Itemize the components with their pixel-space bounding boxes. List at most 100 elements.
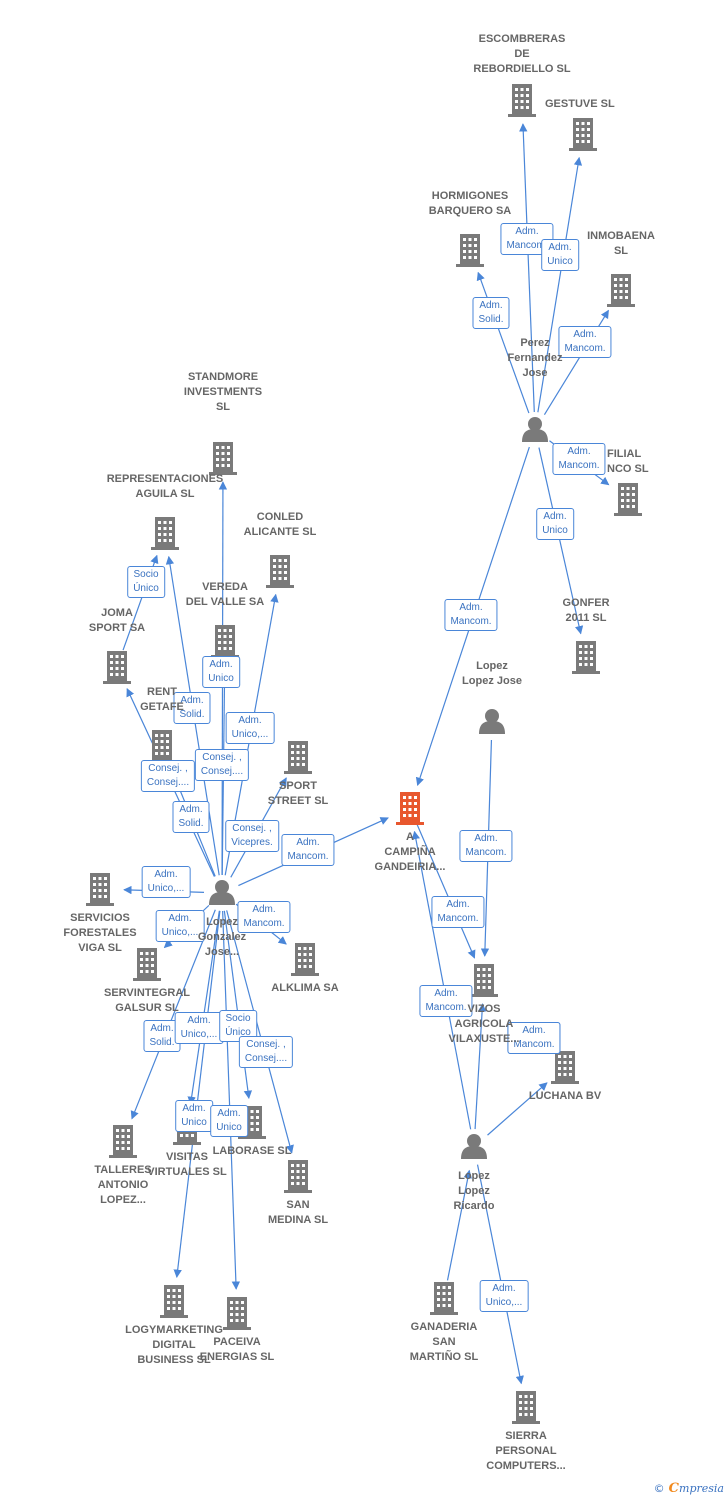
- building-icon-conled[interactable]: [266, 555, 294, 588]
- node-label-sportstreet[interactable]: SPORT STREET SL: [267, 780, 329, 807]
- building-icon-inmobaena[interactable]: [607, 274, 635, 307]
- node-label-vereda[interactable]: VEREDA DEL VALLE SA: [185, 581, 265, 608]
- node-label-laborase[interactable]: LABORASE SL: [212, 1145, 292, 1157]
- building-icon-alklima[interactable]: [291, 943, 319, 976]
- node-label-standmore[interactable]: STANDMORE INVESTMENTS SL: [183, 371, 263, 413]
- node-label-ganaderia[interactable]: GANADERIA SAN MARTIÑO SL: [409, 1321, 479, 1363]
- edge-label-perez-hormigones[interactable]: Adm. Solid.: [472, 297, 510, 329]
- building-icon-servicios[interactable]: [86, 873, 114, 906]
- building-icon-sierra[interactable]: [512, 1391, 540, 1424]
- edge-perez-gonfer: [538, 447, 584, 635]
- edge-label-lopezgonzalez-standmore[interactable]: Adm. Unico: [202, 656, 240, 688]
- building-icon-hormigones[interactable]: [456, 234, 484, 267]
- node-label-talleres[interactable]: TALLERES ANTONIO LOPEZ...: [94, 1164, 152, 1206]
- node-label-acampina[interactable]: A CAMPIÑA GANDEIRIA...: [374, 831, 446, 873]
- node-label-representaciones[interactable]: REPRESENTACIONES AGUILA SL: [106, 473, 224, 500]
- node-label-luchana[interactable]: LUCHANA BV: [528, 1090, 602, 1102]
- building-icon-luchana[interactable]: [551, 1051, 579, 1084]
- building-icon-sportstreet[interactable]: [284, 741, 312, 774]
- node-label-filial[interactable]: FILIAL NCO SL: [607, 448, 649, 475]
- edge-label-lopezricardo-acampina[interactable]: Adm. Mancom.: [419, 985, 473, 1017]
- node-label-lopezricardo[interactable]: Lopez Lopez Ricardo: [453, 1170, 495, 1212]
- node-label-lopezgonzalez[interactable]: Lopez Gonzalez Jose...: [197, 916, 247, 958]
- edge-label-acampina-vizos[interactable]: Adm. Mancom.: [431, 896, 485, 928]
- building-icon-standmore[interactable]: [209, 442, 237, 475]
- building-icon-paceiva[interactable]: [223, 1297, 251, 1330]
- edge-acampina-vizos: [416, 824, 476, 959]
- node-label-hormigones[interactable]: HORMIGONES BARQUERO SA: [428, 190, 512, 217]
- node-label-rent[interactable]: RENT GETAFE: [140, 686, 184, 713]
- node-label-alklima[interactable]: ALKLIMA SA: [271, 982, 339, 994]
- person-icon-lopezjose[interactable]: [479, 709, 505, 734]
- node-label-servintegral[interactable]: SERVINTEGRAL GALSUR SL: [104, 987, 190, 1014]
- empresia-footer[interactable]: ©Cmpresia: [654, 1481, 724, 1496]
- building-icon-logymarketing[interactable]: [160, 1285, 188, 1318]
- node-label-vizos[interactable]: VIZOS AGRICOLA VILAXUSTE...: [448, 1003, 520, 1045]
- edge-label-lopezgonzalez-sportstreet[interactable]: Consej. , Vicepres.: [225, 820, 279, 852]
- person-icon-perez[interactable]: [522, 417, 548, 442]
- building-icon-gestuve[interactable]: [569, 118, 597, 151]
- edge-label-lopezgonzalez-joma[interactable]: Consej. , Consej....: [140, 760, 196, 792]
- edge-label-lopezgonzalez-servintegral[interactable]: Adm. Unico,...: [155, 910, 205, 942]
- node-label-sierra[interactable]: SIERRA PERSONAL COMPUTERS...: [486, 1430, 566, 1472]
- edge-label-lopezgonzalez-sanmedina[interactable]: Consej. , Consej....: [238, 1036, 294, 1068]
- edge-label-perez-inmobaena[interactable]: Adm. Mancom.: [558, 326, 612, 358]
- edge-label-lopezgonzalez-logymarketing[interactable]: Adm. Unico: [175, 1100, 213, 1132]
- building-icon-vizos[interactable]: [470, 964, 498, 997]
- edge-lopezgonzalez-logymarketing: [173, 910, 221, 1278]
- edge-perez-hormigones: [476, 271, 530, 414]
- edge-lopezricardo-acampina: [411, 830, 472, 1130]
- edge-label-lopezgonzalez-rent[interactable]: Adm. Solid.: [172, 801, 210, 833]
- node-label-gonfer[interactable]: GONFER 2011 SL: [562, 597, 610, 624]
- building-icon-joma[interactable]: [103, 651, 131, 684]
- edge-lopezgonzalez-visitas: [187, 910, 220, 1106]
- edge-label-lopezgonzalez-representaciones[interactable]: Adm. Solid.: [173, 692, 211, 724]
- edge-label-lopezgonzalez-visitas[interactable]: Adm. Unico,...: [174, 1012, 224, 1044]
- edge-label-lopezgonzalez-paceiva[interactable]: Adm. Unico: [210, 1105, 248, 1137]
- building-icon-filial[interactable]: [614, 483, 642, 516]
- building-icon-representaciones[interactable]: [151, 517, 179, 550]
- edge-label-perez-gonfer[interactable]: Adm. Unico: [536, 508, 574, 540]
- edge-label-lopezgonzalez-alklima[interactable]: Adm. Mancom.: [237, 901, 291, 933]
- node-label-gestuve[interactable]: GESTUVE SL: [545, 98, 615, 110]
- node-label-paceiva[interactable]: PACEIVA ENERGIAS SL: [199, 1336, 275, 1363]
- node-label-sanmedina[interactable]: SAN MEDINA SL: [267, 1199, 329, 1226]
- edge-label-lopezricardo-luchana[interactable]: Adm. Mancom.: [507, 1022, 561, 1054]
- building-icon-rent[interactable]: [148, 730, 176, 763]
- edge-perez-escombreras: [519, 123, 535, 413]
- edge-label-joma-representaciones[interactable]: Socio Único: [127, 566, 165, 598]
- edge-label-perez-gestuve[interactable]: Adm. Unico: [541, 239, 579, 271]
- building-icon-talleres[interactable]: [109, 1125, 137, 1158]
- building-icon-escombreras[interactable]: [508, 84, 536, 117]
- node-label-servicios[interactable]: SERVICIOS FORESTALES VIGA SL: [63, 912, 137, 954]
- building-icon-acampina[interactable]: [396, 792, 424, 825]
- building-icon-ganaderia[interactable]: [430, 1282, 458, 1315]
- building-icon-gonfer[interactable]: [572, 641, 600, 674]
- edge-label-lopezricardo-sierra[interactable]: Adm. Unico,...: [479, 1280, 529, 1312]
- node-label-joma[interactable]: JOMA SPORT SA: [88, 607, 146, 634]
- brand-name: mpresia: [679, 1482, 724, 1495]
- edge-label-lopezgonzalez-conled[interactable]: Adm. Unico,...: [225, 712, 275, 744]
- edge-label-lopezjose-vizos[interactable]: Adm. Mancom.: [459, 830, 513, 862]
- edge-label-lopezgonzalez-acampina[interactable]: Adm. Mancom.: [281, 834, 335, 866]
- building-icon-servintegral[interactable]: [133, 948, 161, 981]
- node-label-logymarketing[interactable]: LOGYMARKETING DIGITAL BUSINESS SL: [125, 1324, 223, 1366]
- node-label-inmobaena[interactable]: INMOBAENA SL: [587, 230, 655, 257]
- node-label-perez[interactable]: Perez Fernandez Jose: [507, 337, 563, 379]
- edge-label-perez-filial[interactable]: Adm. Mancom.: [552, 443, 606, 475]
- brand-initial: C: [668, 1481, 680, 1496]
- person-icon-lopezricardo[interactable]: [461, 1134, 487, 1159]
- node-label-conled[interactable]: CONLED ALICANTE SL: [243, 511, 317, 538]
- building-icon-vereda[interactable]: [211, 625, 239, 658]
- node-label-lopezjose[interactable]: Lopez Lopez Jose: [462, 660, 522, 687]
- building-icon-sanmedina[interactable]: [284, 1160, 312, 1193]
- person-icon-lopezgonzalez[interactable]: [209, 880, 235, 905]
- edge-label-lopezgonzalez-servicios[interactable]: Adm. Unico,...: [141, 866, 191, 898]
- edge-lopezgonzalez-paceiva: [222, 910, 241, 1290]
- edge-label-lopezgonzalez-vereda[interactable]: Consej. , Consej....: [194, 749, 250, 781]
- edge-label-perez-acampina[interactable]: Adm. Mancom.: [444, 599, 498, 631]
- node-label-escombreras[interactable]: ESCOMBRERAS DE REBORDIELLO SL: [473, 33, 571, 75]
- edge-ganaderia-lopezricardo: [446, 1169, 472, 1281]
- node-label-visitas[interactable]: VISITAS VIRTUALES SL: [147, 1151, 227, 1178]
